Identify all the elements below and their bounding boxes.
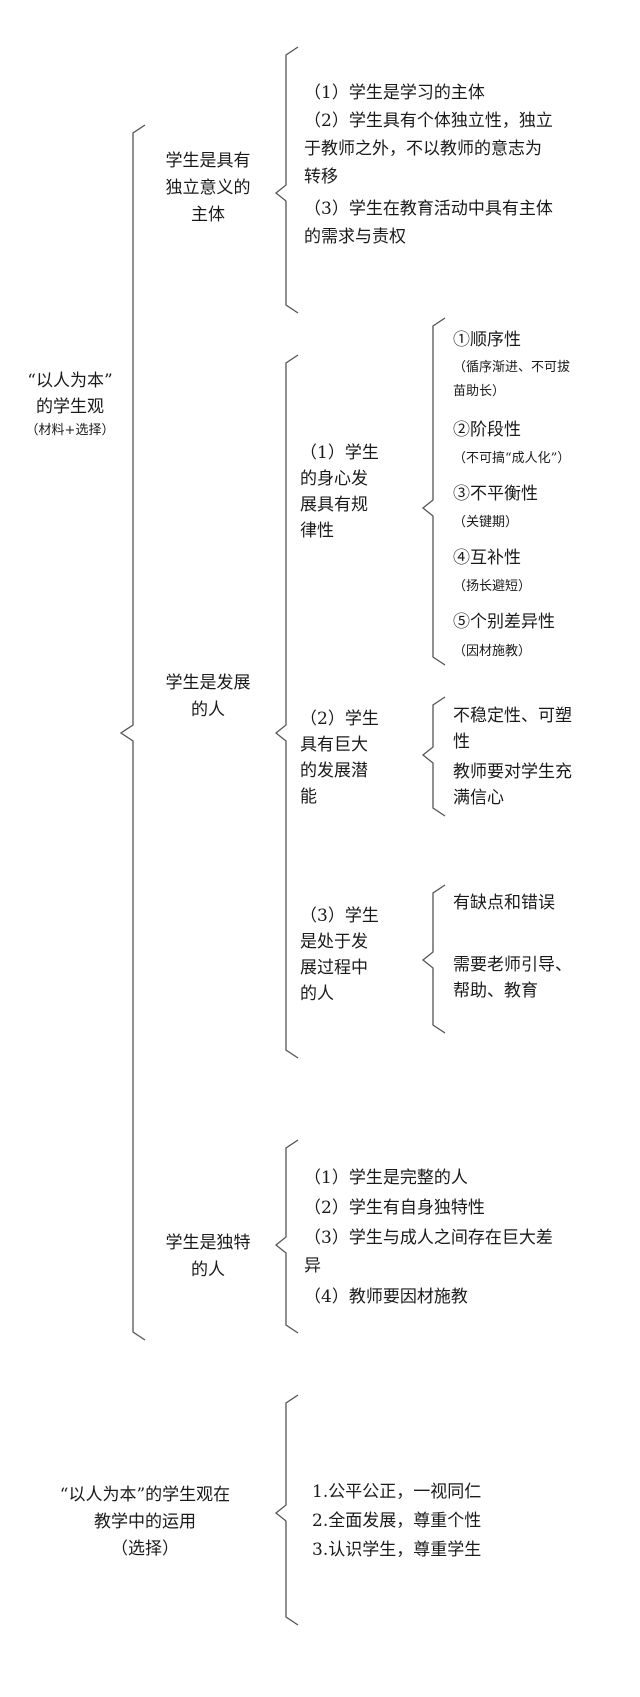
sub3-label-line: 展过程中 — [300, 958, 368, 978]
application-bracket — [274, 1394, 299, 1626]
sub3-item: 需要老师引导、 — [453, 955, 572, 975]
branch1-item: 转移 — [304, 167, 338, 187]
application-title-line2: 教学中的运用 — [94, 1512, 196, 1532]
sub3-bracket — [421, 884, 446, 1034]
branch1-label-line2: 独立意义的 — [165, 178, 251, 198]
sub2-label-line: 具有巨大 — [300, 735, 368, 755]
sub2-bracket — [421, 696, 446, 817]
root-bracket — [119, 124, 146, 1341]
branch3-item: （3）学生与成人之间存在巨大差 — [304, 1228, 553, 1248]
sub2-label-line: （2）学生 — [300, 709, 379, 729]
branch3-item: （1）学生是完整的人 — [304, 1168, 468, 1188]
branch2-label-line1: 学生是发展 — [165, 673, 251, 693]
sub1-label-line: 的身心发 — [300, 469, 368, 489]
application-item: 3.认识学生，尊重学生 — [312, 1540, 482, 1560]
sub1-item: ②阶段性 — [453, 420, 521, 440]
sub1-label-line: 展具有规 — [300, 495, 368, 515]
branch3-label-line1: 学生是独特 — [165, 1233, 251, 1253]
application-title-line1: “以人为本”的学生观在 — [59, 1485, 231, 1505]
sub2-label-line: 能 — [300, 787, 317, 807]
application-note: （选择） — [111, 1539, 179, 1559]
branch2-bracket — [274, 354, 299, 1059]
branch1-label-line3: 主体 — [191, 205, 225, 225]
branch1-item: 于教师之外，不以教师的意志为 — [304, 139, 542, 159]
sub3-label-line: （3）学生 — [300, 906, 379, 926]
sub1-item: ④互补性 — [453, 548, 521, 568]
sub2-item: 不稳定性、可塑 — [453, 706, 572, 726]
sub1-item-note: （循序渐进、不可拔 — [453, 360, 571, 375]
branch3-item: （2）学生有自身独特性 — [304, 1198, 485, 1218]
sub1-item-note: 苗助长） — [453, 384, 506, 399]
sub1-label-line: 律性 — [300, 521, 334, 541]
branch1-bracket — [274, 46, 299, 314]
branch1-item: （2）学生具有个体独立性，独立 — [304, 111, 553, 131]
root-title-line2: 的学生观 — [36, 397, 104, 417]
sub1-item-note: （扬长避短） — [453, 579, 532, 594]
sub2-item: 教师要对学生充 — [453, 762, 572, 782]
sub1-item-note: （因材施教） — [453, 644, 532, 659]
sub2-item: 性 — [453, 732, 470, 752]
application-item: 1.公平公正，一视同仁 — [312, 1482, 482, 1502]
branch1-item: 的需求与责权 — [304, 227, 406, 247]
branch3-label-line2: 的人 — [191, 1260, 225, 1280]
sub1-bracket — [421, 317, 446, 666]
branch1-item: （3）学生在教育活动中具有主体 — [304, 199, 553, 219]
root-note: （材料+选择） — [25, 423, 115, 438]
branch3-item: （4）教师要因材施教 — [304, 1287, 468, 1307]
sub3-item: 帮助、教育 — [453, 981, 538, 1001]
branch3-bracket — [274, 1139, 299, 1334]
sub3-item: 有缺点和错误 — [453, 893, 555, 913]
branch1-item: （1）学生是学习的主体 — [304, 83, 485, 103]
root-title-line1: “以人为本” — [27, 371, 113, 391]
sub1-item: ⑤个别差异性 — [453, 612, 555, 632]
sub1-item-note: （不可搞“成人化”） — [453, 451, 571, 466]
sub1-label-line: （1）学生 — [300, 443, 379, 463]
branch2-label-line2: 的人 — [191, 700, 225, 720]
branch3-item: 异 — [304, 1256, 321, 1276]
sub1-item: ③不平衡性 — [453, 484, 538, 504]
sub2-label-line: 的发展潜 — [300, 761, 368, 781]
application-item: 2.全面发展，尊重个性 — [312, 1511, 482, 1531]
sub3-label-line: 是处于发 — [300, 932, 368, 952]
sub2-item: 满信心 — [453, 788, 504, 808]
sub1-item-note: （关键期） — [453, 515, 519, 530]
branch1-label-line1: 学生是具有 — [165, 151, 251, 171]
sub3-label-line: 的人 — [300, 984, 334, 1004]
sub1-item: ①顺序性 — [453, 330, 521, 350]
